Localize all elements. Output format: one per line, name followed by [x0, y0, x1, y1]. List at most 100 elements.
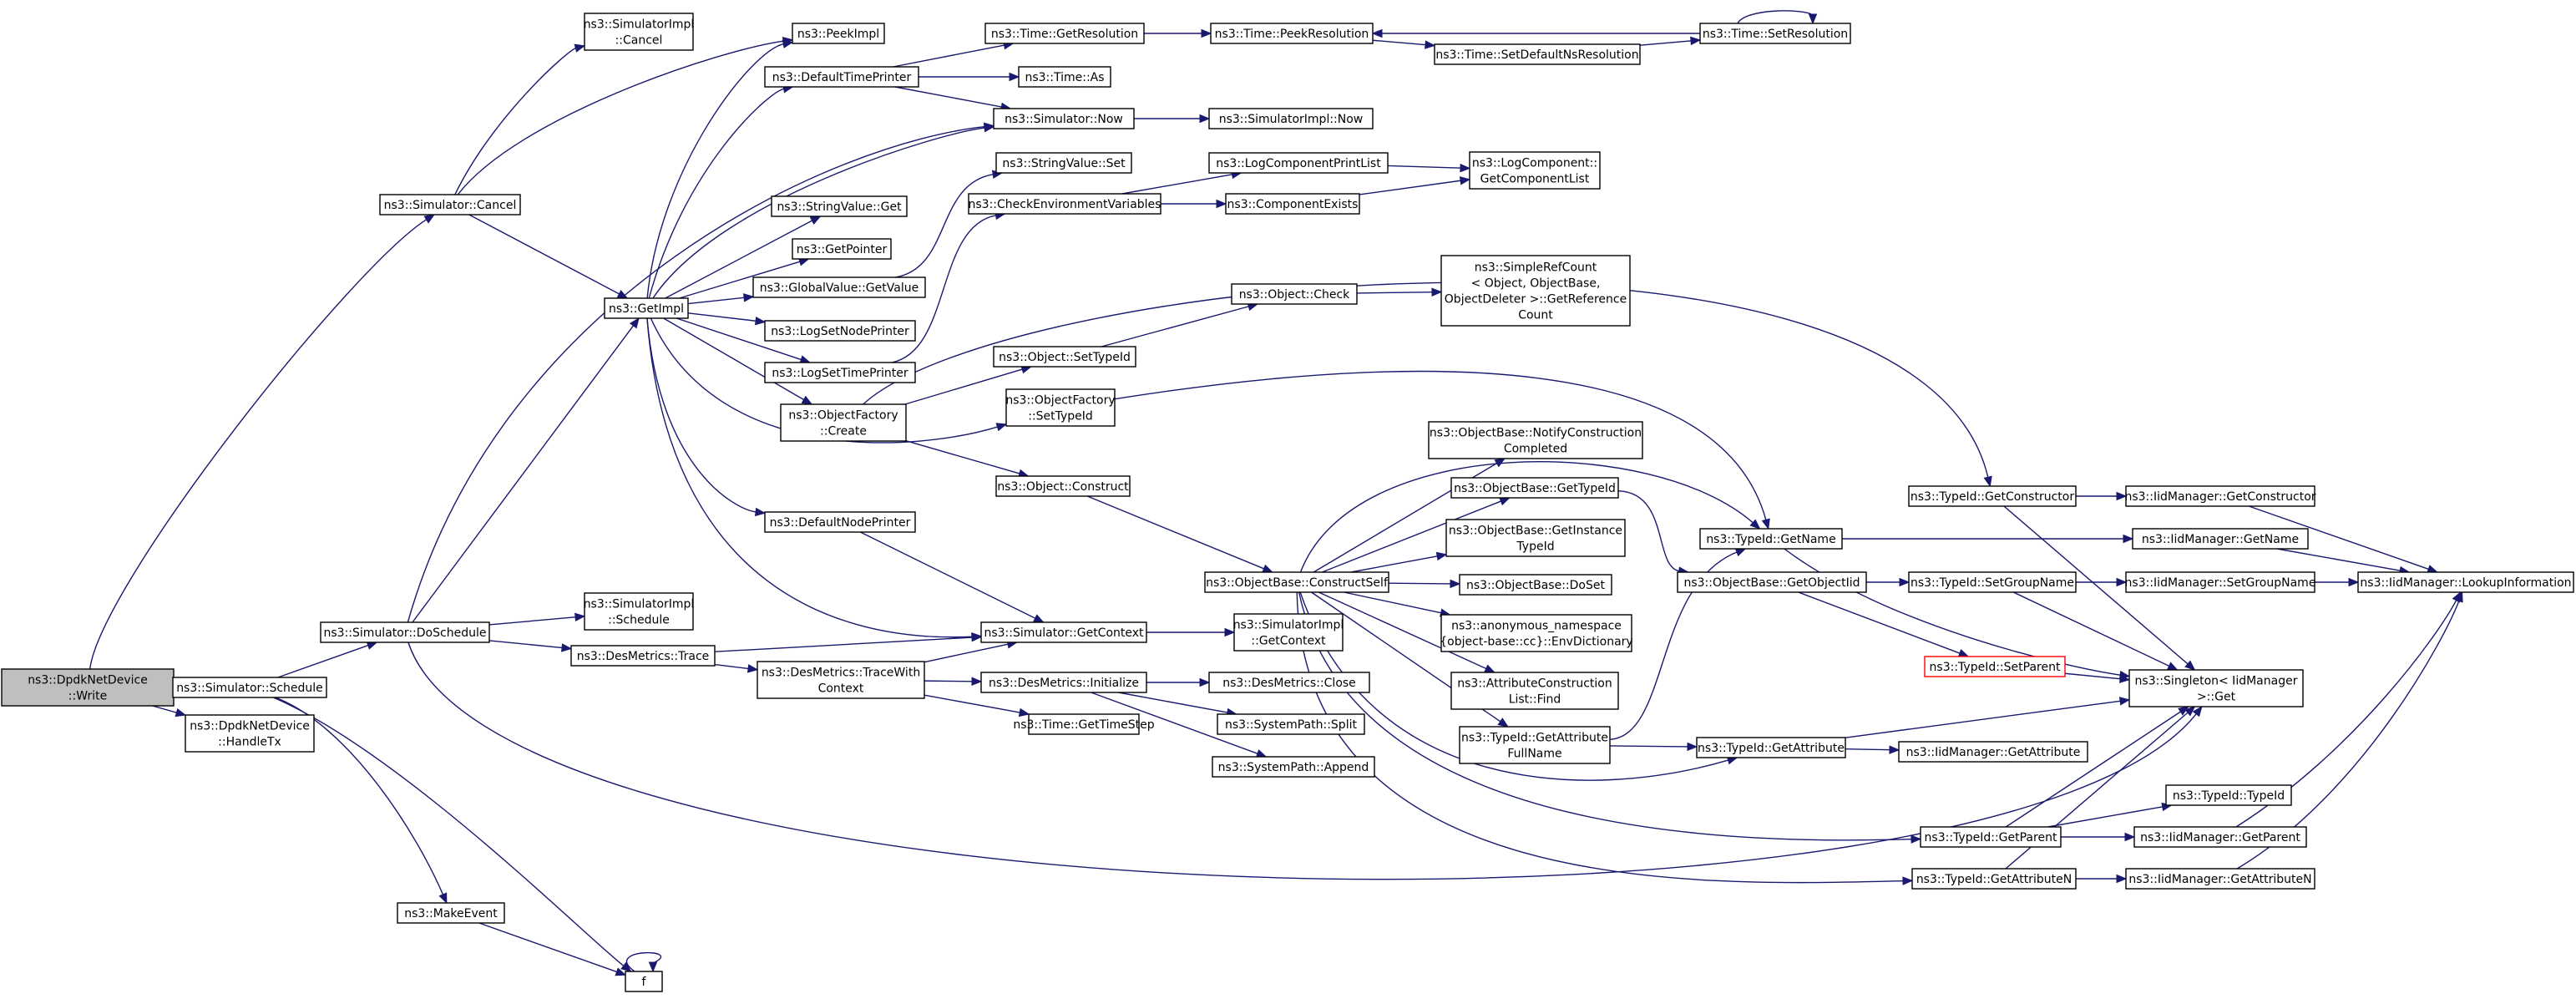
node-object-check[interactable]: ns3::Object::Check	[1231, 283, 1358, 305]
node-logsettimeprinter[interactable]: ns3::LogSetTimePrinter	[764, 362, 916, 383]
node-objectbase-notifyconstructioncompleted[interactable]: ns3::ObjectBase::NotifyConstructionCompl…	[1428, 421, 1643, 459]
node-label: ns3::DesMetrics::Close	[1222, 677, 1356, 690]
node-time-setdefaultnsresolution[interactable]: ns3::Time::SetDefaultNsResolution	[1434, 43, 1641, 65]
node-typeid-setparent[interactable]: ns3::TypeId::SetParent	[1924, 656, 2066, 677]
node-object-settypeid[interactable]: ns3::Object::SetTypeId	[993, 346, 1136, 368]
node-label: ns3::IidManager::GetName	[2142, 533, 2299, 546]
node-getimpl[interactable]: ns3::GetImpl	[604, 297, 689, 319]
node-typeid-getparent[interactable]: ns3::TypeId::GetParent	[1920, 826, 2062, 848]
node-sim-doschedule[interactable]: ns3::Simulator::DoSchedule	[320, 621, 490, 643]
edge-sim-doschedule-to-singleton-get	[407, 641, 2198, 880]
node-f[interactable]: f	[625, 971, 663, 992]
node-box	[1898, 741, 2088, 763]
node-iidmanager-getparent[interactable]: ns3::IidManager::GetParent	[2133, 826, 2307, 848]
node-time-as[interactable]: ns3::Time::As	[1018, 66, 1111, 88]
node-sim-now[interactable]: ns3::Simulator::Now	[993, 108, 1135, 129]
node-desmetrics-initialize[interactable]: ns3::DesMetrics::Initialize	[980, 672, 1147, 693]
node-box	[2357, 571, 2574, 593]
edge-makeevent-to-f	[478, 922, 618, 973]
node-simimpl-cancel[interactable]: ns3::SimulatorImpl::Cancel	[584, 13, 695, 51]
edge-objectbase-constructself-to-typeid-getname	[1299, 461, 1754, 573]
node-systempath-split[interactable]: ns3::SystemPath::Split	[1217, 713, 1365, 735]
node-iidmanager-lookupinformation[interactable]: ns3::IidManager::LookupInformation	[2357, 571, 2574, 593]
node-dpdk-write[interactable]: ns3::DpdkNetDevice::Write	[1, 668, 175, 707]
node-objectbase-constructself[interactable]: ns3::ObjectBase::ConstructSelf	[1204, 571, 1389, 593]
node-checkenvvars[interactable]: ns3::CheckEnvironmentVariables	[968, 193, 1161, 215]
node-object-construct[interactable]: ns3::Object::Construct	[995, 475, 1131, 497]
node-label: ns3::Simulator::GetContext	[984, 626, 1144, 640]
node-defaulttimeprinter[interactable]: ns3::DefaultTimePrinter	[764, 66, 919, 88]
edge-typeid-getparent-to-singleton-get-arrowhead	[2178, 706, 2189, 716]
node-defaultnodeprinter[interactable]: ns3::DefaultNodePrinter	[764, 511, 916, 533]
edge-iidmanager-setgroupname-to-iidmanager-lookupinformation-arrowhead	[2348, 577, 2360, 587]
node-logsetnodeprinter[interactable]: ns3::LogSetNodePrinter	[764, 320, 916, 342]
node-typeid-getattribute[interactable]: ns3::TypeId::GetAttribute	[1696, 737, 1846, 758]
node-simimpl-schedule[interactable]: ns3::SimulatorImpl::Schedule	[584, 592, 695, 631]
node-objectbase-getobjectiid[interactable]: ns3::ObjectBase::GetObjectIid	[1677, 571, 1867, 593]
node-box	[604, 297, 689, 319]
node-typeid-typeid[interactable]: ns3::TypeId::TypeId	[2165, 784, 2292, 806]
node-stringvalue-get[interactable]: ns3::StringValue::Get	[771, 195, 908, 217]
node-typeid-getname[interactable]: ns3::TypeId::GetName	[1699, 528, 1843, 550]
node-label: < Object, ObjectBase,	[1471, 277, 1601, 291]
node-sim-schedule[interactable]: ns3::Simulator::Schedule	[172, 677, 327, 698]
node-box	[993, 346, 1136, 368]
node-typeid-getattributen[interactable]: ns3::TypeId::GetAttributeN	[1911, 868, 2077, 890]
node-stringvalue-set[interactable]: ns3::StringValue::Set	[995, 152, 1132, 174]
node-label: ns3::TypeId::SetParent	[1930, 661, 2061, 674]
call-edges	[89, 10, 2463, 976]
node-label: ns3::ObjectBase::GetTypeId	[1454, 482, 1616, 495]
node-logcomponent-getcomponentlist[interactable]: ns3::LogComponent::GetComponentList	[1469, 151, 1601, 190]
node-box	[995, 152, 1132, 174]
node-objectbase-doset[interactable]: ns3::ObjectBase::DoSet	[1459, 574, 1612, 596]
node-sim-cancel[interactable]: ns3::Simulator::Cancel	[379, 194, 521, 216]
node-peekimpl[interactable]: ns3::PeekImpl	[792, 23, 885, 44]
node-iidmanager-getconstructor[interactable]: ns3::IidManager::GetConstructor	[2124, 485, 2316, 507]
node-time-gettimestep[interactable]: ns3::Time::GetTimeStep	[1013, 713, 1155, 735]
node-logcomponentprintlist[interactable]: ns3::LogComponentPrintList	[1208, 152, 1389, 174]
node-time-getresolution[interactable]: ns3::Time::GetResolution	[984, 23, 1145, 44]
node-componentexists[interactable]: ns3::ComponentExists	[1225, 193, 1360, 215]
node-simimpl-now[interactable]: ns3::SimulatorImpl::Now	[1208, 108, 1374, 129]
node-iidmanager-getattribute[interactable]: ns3::IidManager::GetAttribute	[1898, 741, 2088, 763]
node-time-peekresolution[interactable]: ns3::Time::PeekResolution	[1210, 23, 1374, 44]
node-anon-envdictionary[interactable]: ns3::anonymous_namespace{object-base::cc…	[1440, 614, 1633, 652]
node-simplerefcount-getreferencecount[interactable]: ns3::SimpleRefCount< Object, ObjectBase,…	[1440, 255, 1631, 327]
node-systempath-append[interactable]: ns3::SystemPath::Append	[1212, 756, 1375, 778]
node-objectfactory-create[interactable]: ns3::ObjectFactory::Create	[780, 403, 907, 442]
node-box	[2125, 868, 2315, 890]
node-objectbase-gettypeid[interactable]: ns3::ObjectBase::GetTypeId	[1450, 477, 1619, 499]
node-label: ns3::ComponentExists	[1227, 198, 1359, 211]
node-label: ns3::SystemPath::Append	[1218, 761, 1369, 774]
edge-sim-cancel-to-simimpl-cancel-arrowhead	[574, 43, 586, 53]
node-typeid-setgroupname[interactable]: ns3::TypeId::SetGroupName	[1908, 571, 2077, 593]
node-singleton-get[interactable]: ns3::Singleton< IidManager >::Get	[2128, 669, 2304, 707]
node-typeid-getconstructor[interactable]: ns3::TypeId::GetConstructor	[1908, 485, 2077, 507]
node-box	[1696, 737, 1846, 758]
node-box	[1428, 421, 1643, 459]
edge-defaulttimeprinter-to-time-as-arrowhead	[1009, 72, 1020, 82]
node-dpdk-handletx[interactable]: ns3::DpdkNetDevice::HandleTx	[185, 714, 315, 753]
node-iidmanager-getname[interactable]: ns3::IidManager::GetName	[2132, 528, 2309, 550]
node-iidmanager-getattributen[interactable]: ns3::IidManager::GetAttributeN	[2125, 868, 2315, 890]
node-label: Context	[818, 682, 864, 696]
node-objectfactory-settypeid[interactable]: ns3::ObjectFactory::SetTypeId	[1005, 388, 1116, 427]
node-label: ns3::TypeId::TypeId	[2173, 789, 2285, 803]
node-simimpl-getcontext[interactable]: ns3::SimulatorImpl::GetContext	[1233, 613, 1344, 652]
node-box	[1677, 571, 1867, 593]
node-globalvalue-getvalue[interactable]: ns3::GlobalValue::GetValue	[752, 276, 926, 298]
node-box	[584, 592, 694, 631]
node-makeevent[interactable]: ns3::MakeEvent	[397, 902, 505, 924]
node-box	[1212, 756, 1375, 778]
node-sim-getcontext[interactable]: ns3::Simulator::GetContext	[980, 621, 1147, 643]
node-time-setresolution[interactable]: ns3::Time::SetResolution	[1699, 23, 1851, 44]
node-desmetrics-trace[interactable]: ns3::DesMetrics::Trace	[570, 645, 716, 667]
edge-sim-cancel-to-getimpl	[468, 214, 620, 295]
node-desmetrics-close[interactable]: ns3::DesMetrics::Close	[1208, 672, 1370, 693]
node-iidmanager-setgroupname[interactable]: ns3::IidManager::SetGroupName	[2125, 571, 2316, 593]
node-getpointer[interactable]: ns3::GetPointer	[792, 238, 892, 260]
